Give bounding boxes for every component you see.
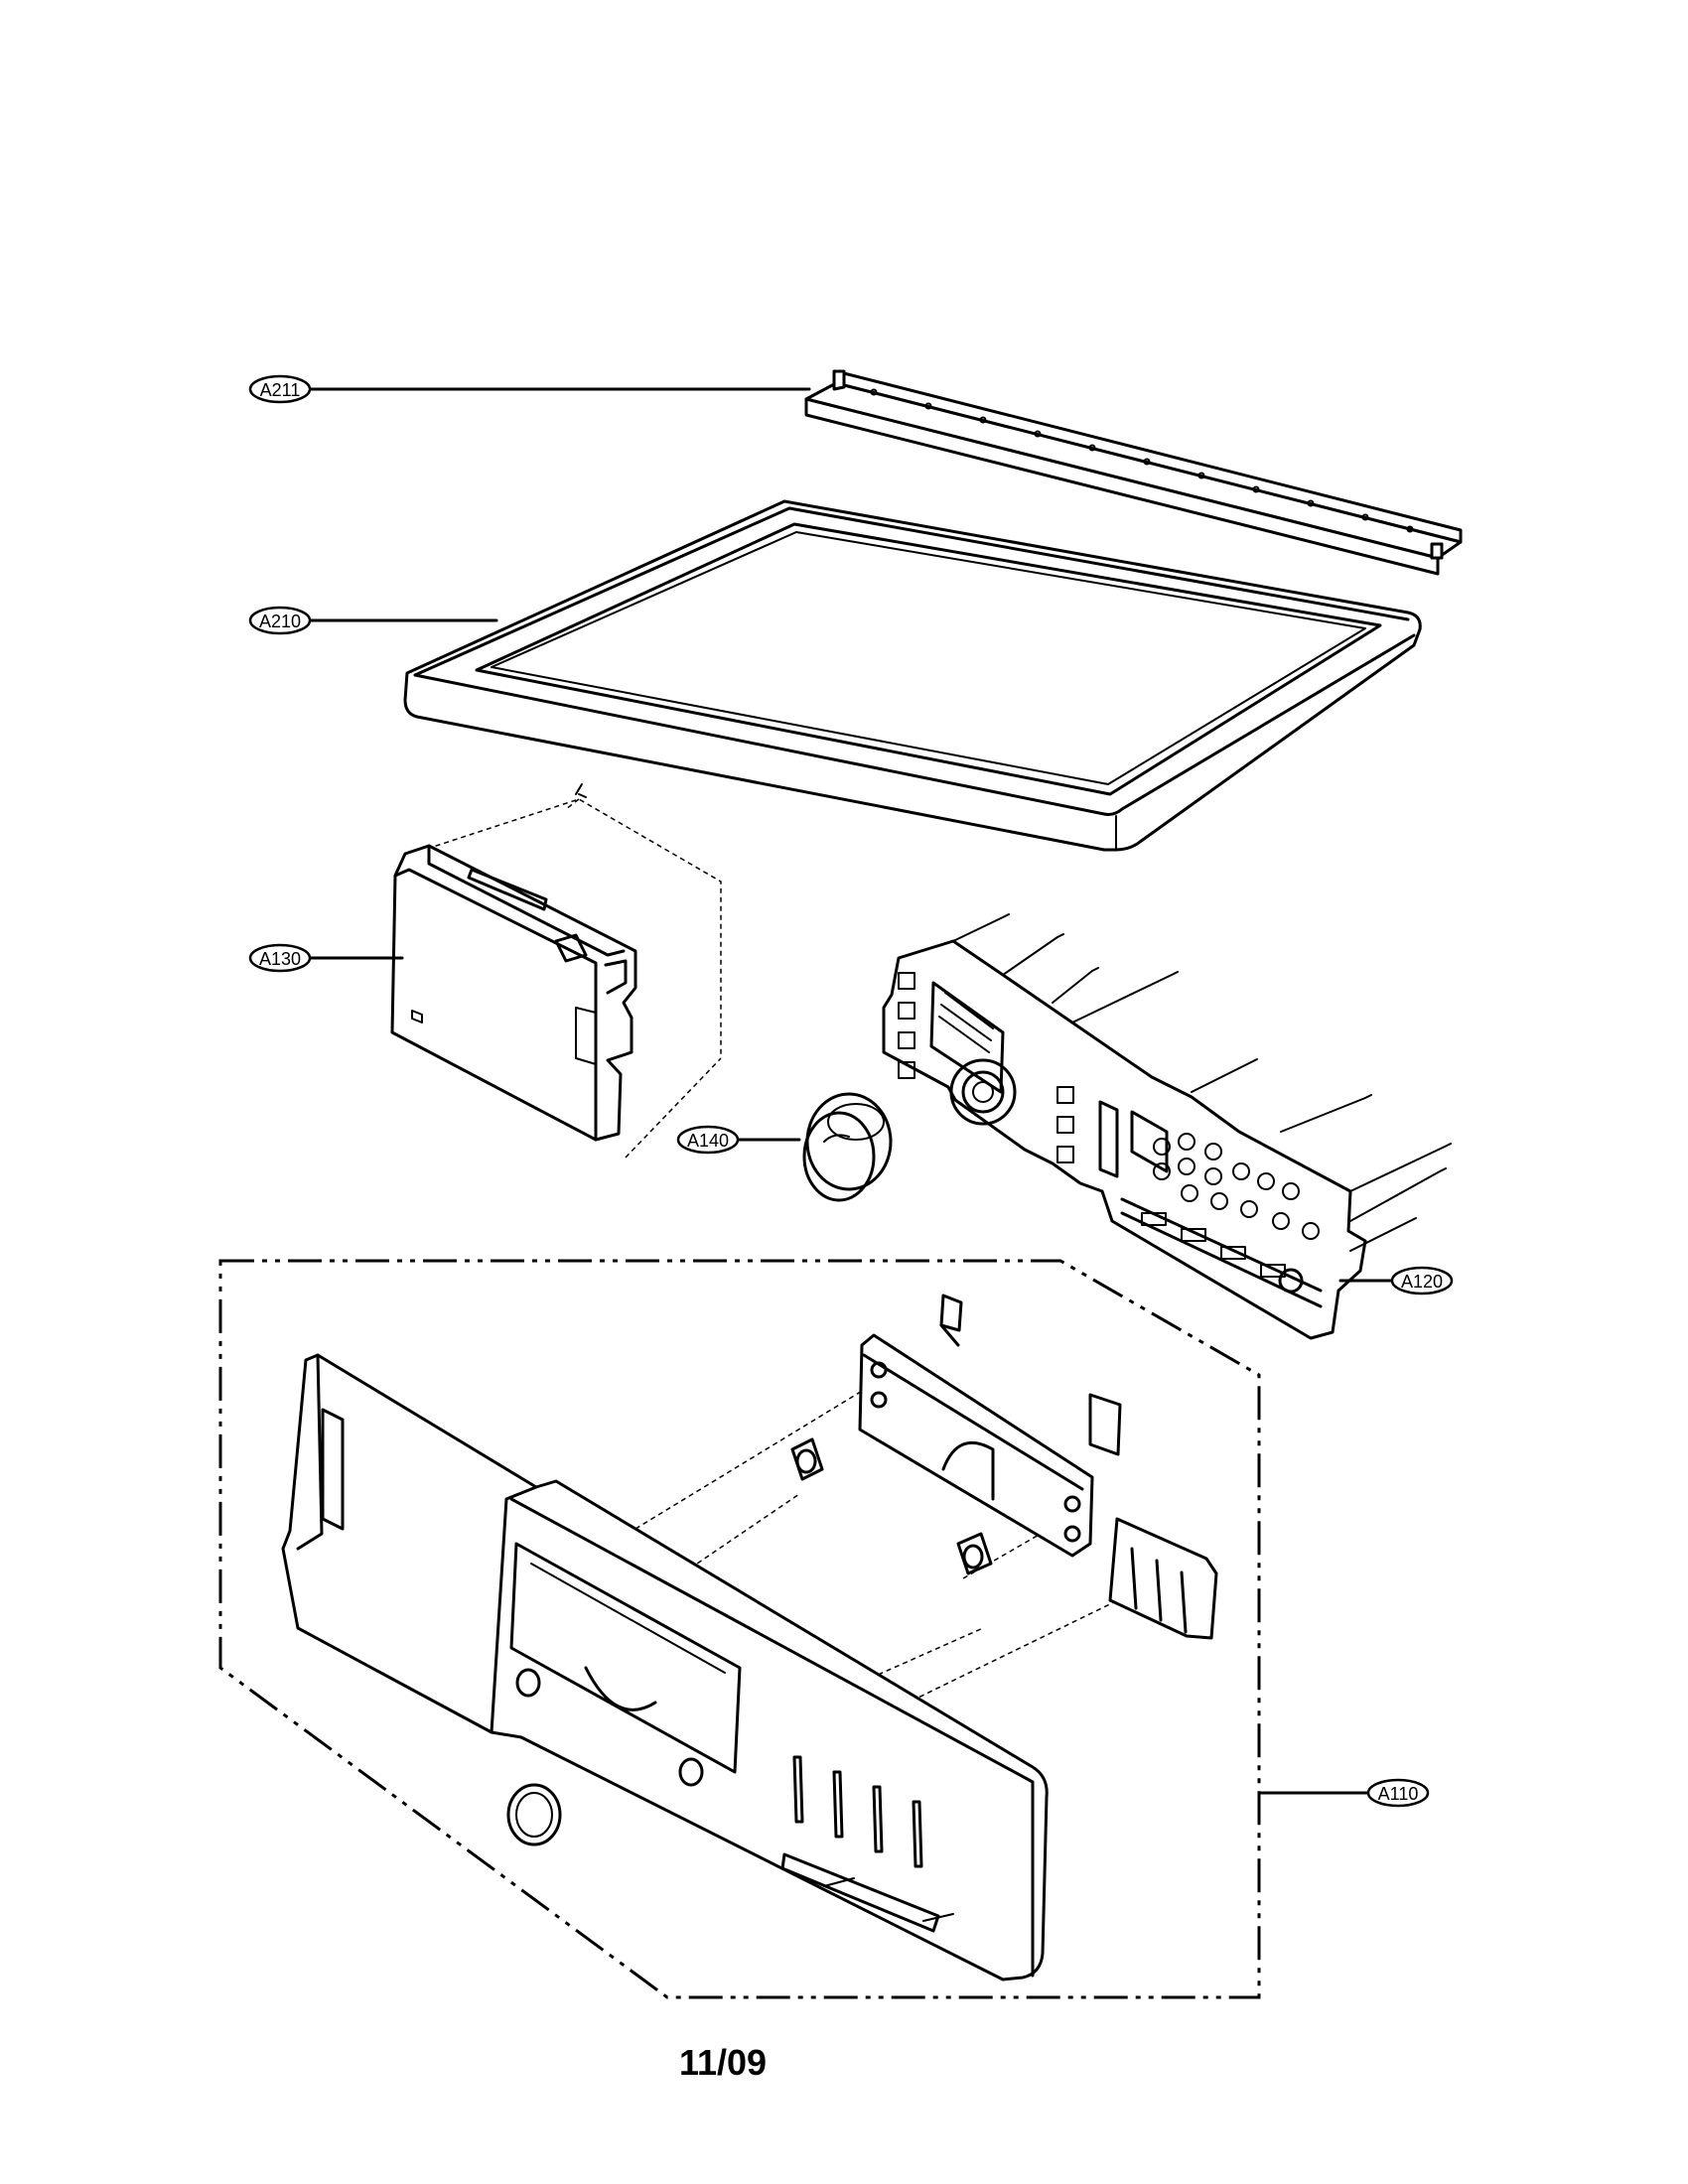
callout-a211-label: A211 bbox=[260, 380, 301, 400]
callout-a120-label: A120 bbox=[1401, 1272, 1443, 1292]
footer-date: 11/09 bbox=[679, 2042, 767, 2083]
callout-a130: A130 bbox=[248, 943, 312, 973]
callout-a210-label: A210 bbox=[259, 612, 301, 631]
control-board-part bbox=[882, 913, 1452, 1340]
control-panel-assembly bbox=[218, 1259, 1261, 1999]
top-frame-part bbox=[403, 499, 1422, 852]
callout-a210: A210 bbox=[248, 606, 312, 635]
callout-a110-label: A110 bbox=[1378, 1784, 1419, 1804]
callout-a110: A110 bbox=[1366, 1778, 1430, 1808]
callout-a140: A140 bbox=[676, 1125, 740, 1155]
top-bracket-part bbox=[804, 369, 1463, 576]
knob-part bbox=[802, 1092, 893, 1202]
cover-box-part bbox=[390, 783, 722, 1159]
callout-a130-label: A130 bbox=[259, 949, 301, 969]
leader-lines bbox=[308, 387, 1394, 1795]
callout-a140-label: A140 bbox=[687, 1131, 729, 1151]
callout-a120: A120 bbox=[1390, 1266, 1454, 1296]
callout-a211: A211 bbox=[248, 374, 312, 404]
